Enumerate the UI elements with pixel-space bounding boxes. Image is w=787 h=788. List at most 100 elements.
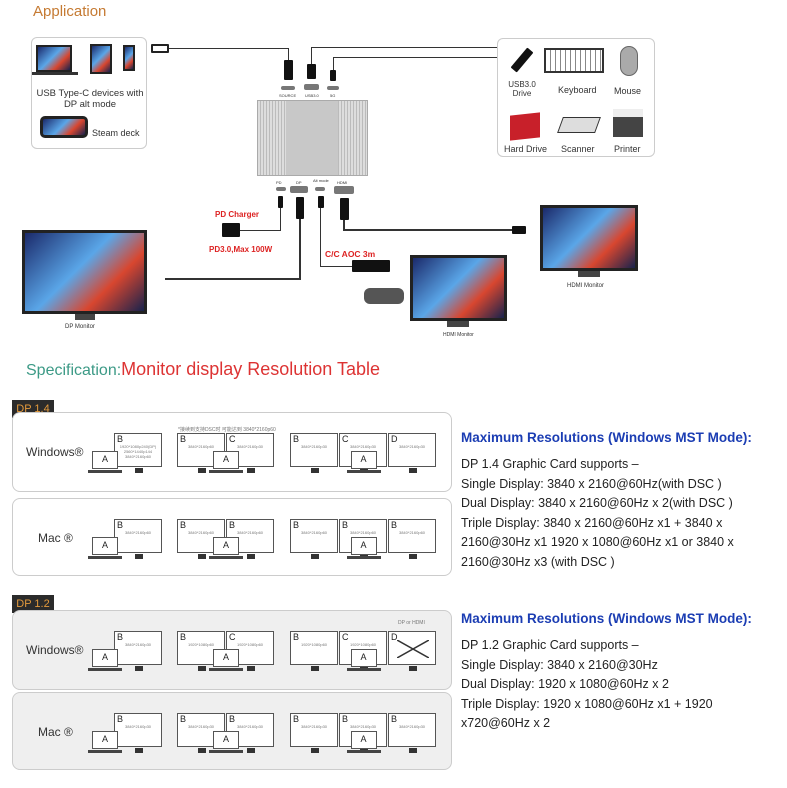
- application-title: Application: [33, 3, 107, 20]
- peripheral-label: Scanner: [561, 144, 595, 154]
- dp-monitor-label: DP Monitor: [65, 324, 95, 330]
- aoc-label: C/C AOC 3m: [325, 249, 376, 259]
- monitor-resolution: 3840*2160p30: [300, 444, 328, 449]
- max-res-line: 2160@30Hz x3 (with DSC ): [461, 554, 615, 569]
- hdmi-monitor-2-label: HDMI Monitor: [443, 332, 474, 338]
- monitor-resolution: 3840*2160p30: [398, 444, 426, 449]
- pd-spec-label: PD3.0,Max 100W: [209, 245, 273, 254]
- usb-c-plug-icon: [151, 44, 169, 53]
- max-res-block-2: Maximum Resolutions (Windows MST Mode): …: [461, 611, 781, 734]
- unsupported-x-icon: [397, 640, 429, 658]
- port-label-hdmi: HDMI: [337, 180, 348, 185]
- 5g-plug-icon: [330, 70, 336, 81]
- tablet-icon: [90, 44, 112, 74]
- max-res-line: DP 1.4 Graphic Card supports –: [461, 457, 639, 471]
- port-label-5g: 5G: [330, 93, 336, 98]
- laptop-a: A: [88, 649, 122, 671]
- monitor-stand: [311, 666, 319, 671]
- monitor-letter: B: [180, 434, 187, 444]
- monitor-resolution: 1920*1080p60: [300, 642, 328, 647]
- max-res-line: Dual Display: 3840 x 2160@60Hz x 2(with …: [461, 496, 733, 510]
- monitor-resolution: 3840*2160p30: [124, 642, 152, 647]
- monitor-letter: B: [342, 714, 349, 724]
- laptop-a: A: [346, 451, 381, 473]
- hdmi-port: [334, 186, 354, 194]
- monitor-resolution: 1920*1080p60: [349, 642, 377, 647]
- usb-drive-icon: [510, 47, 534, 73]
- monitor-resolution: 3840*2160p30: [236, 724, 264, 729]
- monitor-stand: [247, 666, 255, 671]
- hdmi-monitor-label: HDMI Monitor: [567, 283, 605, 289]
- max-res-line: Single Display: 3840 x 2160@30Hz: [461, 657, 658, 672]
- peripheral-label: Mouse: [614, 86, 642, 96]
- monitor-resolution: 3840*2160p30: [187, 724, 215, 729]
- steam-deck-icon: [40, 116, 88, 138]
- port-label-pd: PD: [276, 180, 282, 185]
- monitor-stand: [247, 468, 255, 473]
- monitor-resolution: 1920*1080p60: [236, 642, 264, 647]
- monitor-letter: B: [180, 714, 187, 724]
- monitor-resolution: 3840*2160p30: [236, 444, 264, 449]
- peripheral-label: Keyboard: [558, 85, 597, 95]
- os-label: Mac ®: [38, 531, 73, 545]
- monitor-letter: B: [293, 434, 300, 444]
- peripheral-label: Hard Drive: [504, 144, 548, 154]
- peripheral-label: Printer: [614, 144, 641, 154]
- laptop-a: A: [346, 649, 381, 671]
- monitor-stand: [409, 666, 417, 671]
- monitor-letter: B: [293, 632, 300, 642]
- ar-glasses-icon: [364, 288, 404, 304]
- usb-port: [304, 84, 319, 90]
- mouse-icon: [620, 46, 638, 76]
- monitor-letter: B: [117, 520, 124, 530]
- monitor-stand: [198, 748, 206, 753]
- laptop-base: [32, 72, 78, 75]
- monitor-letter: D: [391, 632, 398, 642]
- 5g-port: [327, 86, 339, 90]
- monitor-letter: B: [391, 714, 398, 724]
- source-devices-label: USB Type-C devices with DP alt mode: [36, 88, 144, 110]
- os-label: Mac ®: [38, 725, 73, 739]
- monitor-resolution: 3840*2160p60: [236, 530, 264, 535]
- alt-port: [315, 187, 325, 191]
- dp-port: [290, 186, 308, 193]
- monitor-letter: B: [117, 434, 124, 444]
- laptop-a: A: [209, 537, 243, 559]
- monitor-resolution: 3840*2160p30: [349, 444, 377, 449]
- source-plug-icon: [284, 60, 293, 80]
- monitor-letter: B: [293, 520, 300, 530]
- hdmi-monitor-2-image: [410, 255, 507, 321]
- monitor-stand: [135, 666, 143, 671]
- monitor-stand: [135, 554, 143, 559]
- monitor-letter: B: [229, 714, 236, 724]
- laptop-a: A: [346, 731, 381, 753]
- aoc-cable: [320, 208, 321, 266]
- monitor-diagram: D: [388, 631, 436, 671]
- peripherals-box: USB3.0 Drive Keyboard Mouse Hard Drive S…: [497, 38, 655, 157]
- spec-title: Specification:Monitor display Resolution…: [26, 359, 380, 380]
- peripheral-label: USB3.0 Drive: [508, 80, 536, 98]
- max-res-line: Single Display: 3840 x 2160@60Hz(with DS…: [461, 476, 722, 491]
- monitor-letter: B: [391, 520, 398, 530]
- monitor-letter: C: [229, 434, 236, 444]
- monitor-resolution: 1920*1080p60: [187, 642, 215, 647]
- usb-cable-drop: [311, 47, 312, 65]
- port-label-usb: USB3.0: [305, 93, 319, 98]
- aoc-connector-icon: [352, 260, 390, 272]
- table-note: *接续到支持DSC时 可能达到 3840*2160p60: [178, 427, 276, 433]
- monitor-stand: [409, 748, 417, 753]
- pd-plug-icon: [278, 196, 283, 208]
- hard-drive-icon: [510, 112, 540, 141]
- monitor-resolution: 1920*1080p240(DP) 2560*1440p144 3840*216…: [119, 444, 157, 459]
- 5g-cable: [333, 57, 497, 58]
- aoc-plug-icon: [318, 196, 324, 208]
- spec-prefix: Specification:: [26, 362, 122, 379]
